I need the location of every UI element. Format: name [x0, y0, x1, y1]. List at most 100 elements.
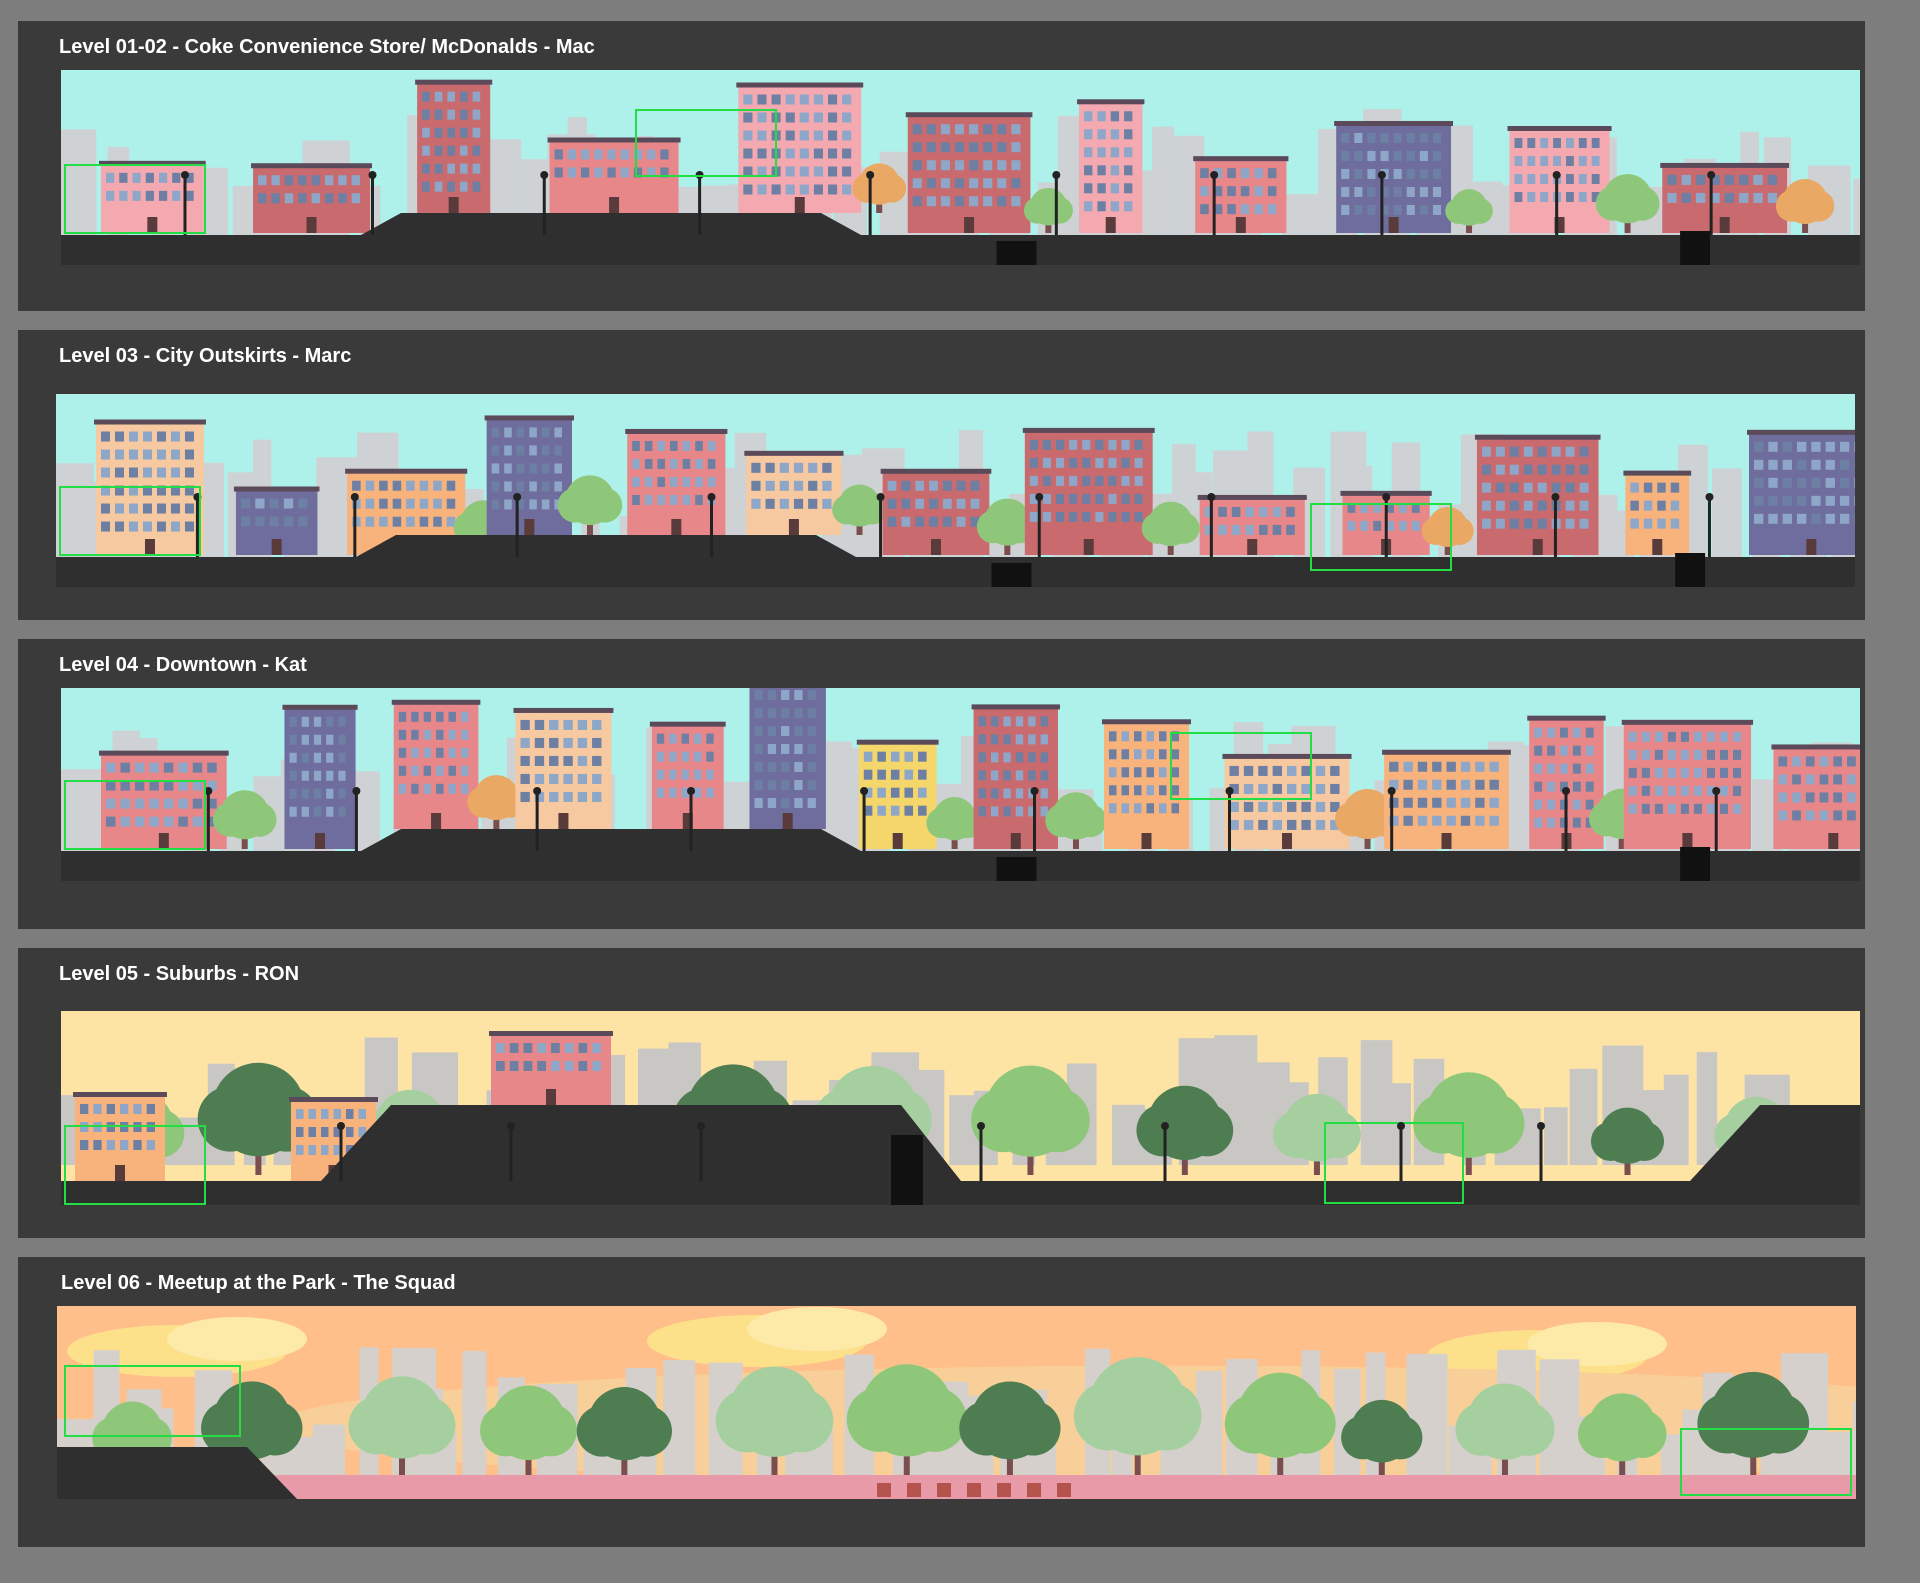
building-window — [142, 485, 152, 496]
building-window — [842, 148, 852, 159]
building-window — [1739, 174, 1749, 185]
building-window — [447, 181, 455, 192]
building-window — [534, 773, 545, 784]
building-door — [1554, 217, 1565, 233]
street-lamp-head — [1561, 787, 1570, 795]
tree-canopy — [557, 487, 593, 523]
building-window — [1565, 192, 1574, 203]
building-window — [434, 127, 443, 138]
scene-art — [56, 394, 1855, 587]
building-window — [436, 765, 444, 776]
building-window — [997, 124, 1007, 135]
building-window — [1108, 493, 1117, 504]
building-window — [681, 751, 689, 762]
building-window — [1003, 806, 1011, 817]
building-window — [326, 788, 334, 799]
tree-canopy — [1181, 1104, 1234, 1157]
building-window — [1670, 482, 1680, 493]
building-window — [969, 142, 979, 153]
building-window — [1069, 493, 1078, 504]
building-door — [448, 197, 459, 213]
building-window — [1628, 767, 1637, 778]
tree-canopy — [197, 1086, 264, 1152]
building-window — [1380, 186, 1389, 197]
street-lamp-head — [1707, 171, 1716, 179]
building-roof — [649, 721, 726, 727]
building-window — [1782, 513, 1792, 524]
tree-canopy — [1697, 1393, 1758, 1454]
building-window — [1811, 513, 1821, 524]
building-window — [346, 1127, 354, 1137]
building-window — [695, 494, 703, 505]
building-window — [283, 516, 294, 527]
building-window — [1389, 815, 1399, 826]
building-window — [106, 190, 115, 201]
building-window — [1667, 731, 1676, 742]
building-window — [1667, 174, 1677, 185]
building-window — [1254, 204, 1263, 215]
building-window — [133, 1104, 142, 1114]
building-window — [754, 708, 763, 719]
building-window — [1854, 459, 1855, 470]
building-window — [1833, 792, 1843, 803]
building-window — [447, 91, 455, 102]
building-window — [1121, 749, 1130, 760]
building-window — [338, 770, 346, 781]
building-window — [682, 476, 691, 487]
building-window — [101, 503, 110, 514]
building-window — [1393, 204, 1402, 215]
building-window — [1495, 500, 1505, 511]
brick-block — [937, 1483, 951, 1497]
building-door — [1010, 833, 1021, 849]
building-window — [1706, 785, 1715, 796]
street-lamp-head — [687, 787, 696, 795]
building-window — [669, 787, 677, 798]
street-lamp-head — [876, 493, 885, 501]
building-window — [681, 733, 689, 744]
building-window — [1121, 493, 1130, 504]
building-window — [313, 770, 322, 781]
building-window — [890, 787, 900, 798]
building-window — [1792, 756, 1801, 767]
building-window — [842, 184, 852, 195]
building-window — [657, 494, 666, 505]
building-window — [1695, 174, 1706, 185]
level-panel-3: Level 04 - Downtown - Kat — [18, 639, 1865, 929]
building-window — [1833, 774, 1843, 785]
building-window — [1565, 174, 1574, 185]
scene-layer — [61, 79, 1860, 265]
tree-canopy — [1023, 197, 1051, 224]
building-window — [754, 744, 763, 755]
building-window — [1509, 446, 1519, 457]
building — [907, 116, 1031, 233]
building-window — [289, 806, 297, 817]
building-window — [541, 445, 550, 456]
building-door — [431, 813, 442, 829]
building-window — [785, 148, 795, 159]
building-window — [1110, 201, 1120, 212]
building-window — [192, 762, 203, 773]
building-window — [1258, 819, 1268, 830]
building-window — [448, 729, 456, 740]
building-window — [333, 1109, 341, 1119]
building-window — [1042, 457, 1052, 468]
building-roof — [391, 699, 481, 705]
building-roof — [99, 750, 229, 756]
building-window — [813, 166, 823, 177]
building-window — [592, 755, 602, 766]
street-lamp — [689, 791, 693, 851]
street-lamp-head — [1397, 1122, 1405, 1130]
building-window — [504, 445, 512, 456]
building-window — [491, 427, 500, 438]
building-window — [1693, 749, 1702, 760]
building-window — [1240, 168, 1250, 179]
building-window — [433, 516, 442, 527]
building-window — [1534, 763, 1543, 774]
building-door — [1141, 833, 1152, 849]
building-window — [942, 498, 952, 509]
building-window — [1432, 186, 1442, 197]
building-window — [567, 167, 577, 178]
building-window — [1489, 779, 1499, 790]
building-window — [411, 747, 419, 758]
building-window — [1551, 464, 1561, 475]
